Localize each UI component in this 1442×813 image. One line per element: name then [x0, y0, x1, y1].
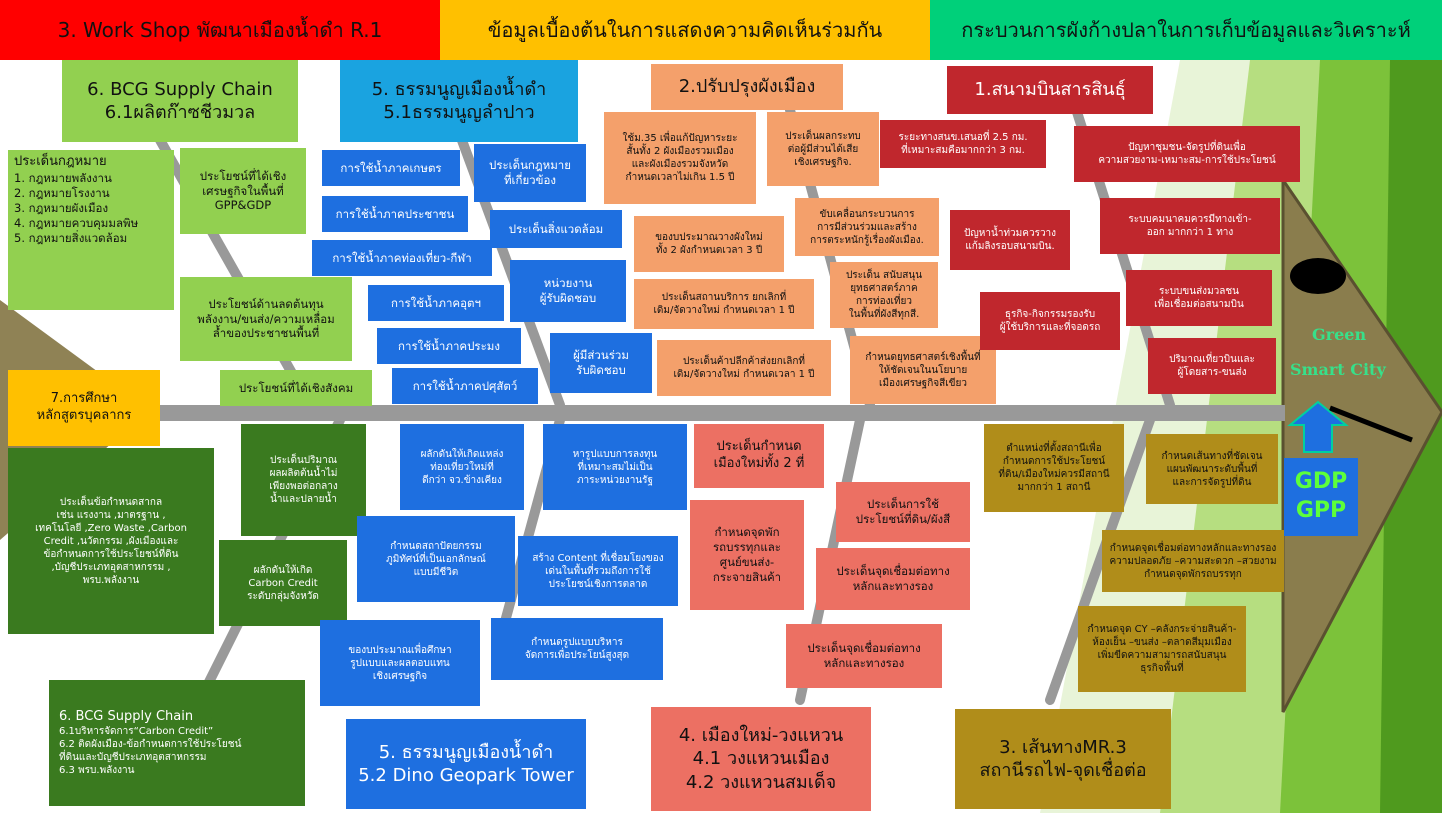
road-junction-box: กำหนดจุดเชื่อมต่อทางหลักและทางรองความปลอ… [1102, 530, 1284, 592]
international-standards-box: ประเด็นข้อกำหนดสากลเช่น แรงงาน ,มาตรฐาน … [8, 448, 214, 634]
bcg-carbon-credit-box: 6. BCG Supply Chain 6.1บริหารจัดการ“Carb… [49, 680, 305, 806]
bcg-supply-chain-title: 6. BCG Supply Chain 6.1ผลิตก๊าซชีวมวล [62, 60, 298, 142]
airport-business-box: ธุรกิจ-กิจกรรมรองรับผู้ใช้บริการและที่จอ… [980, 292, 1120, 350]
management-model-box: กำหนดรูปแบบบริหารจัดการเพื่อประโยน์สูงสุ… [491, 618, 663, 680]
service-facilities-box: ประเด็นสถานบริการ ยกเลิกที่เดิม/จัดวางให… [634, 279, 814, 329]
bcg-title-line1: 6. BCG Supply Chain [87, 78, 273, 100]
cost-benefit-box: ประโยชน์ด้านลดต้นทุนพลังงาน/ขนส่ง/ความเห… [180, 277, 352, 361]
up-arrow-icon [1287, 400, 1349, 453]
environment-issues-box: ประเด็นสิ่งแวดล้อม [490, 210, 622, 248]
container-yard-box: กำหนดจุด CY –คลังกระจ่ายสินค้า-ห้องเย็น … [1078, 606, 1246, 692]
social-benefit-box: ประโยชน์ที่ได้เชิงสังคม [220, 370, 372, 406]
retail-wholesale-box: ประเด็นค้าปลีกค้าส่งยกเลิกที่เดิม/จัดวาง… [657, 340, 831, 396]
fish-spine [140, 405, 1285, 421]
truck-stop-box: กำหนดจุดพักรถบรรทุกและศูนย์ขนส่ง-กระจายส… [690, 500, 804, 610]
airport-community-box: ปัญหาชุมชน-จัดรูปที่ดินเพื่อความสวยงาม-เ… [1074, 126, 1300, 182]
study-budget-box: ของบประมาณเพื่อศึกษารูปแบบและผลตอบแทนเชิ… [320, 620, 480, 706]
header-workshop: 3. Work Shop พัฒนาเมืองน้ำดำ R.1 [0, 0, 440, 60]
stakeholders-box: ผู้มีส่วนร่วมรับผิดชอบ [550, 333, 652, 393]
gdp-label: GDP [1294, 469, 1348, 495]
junction-box-1: ประเด็นจุดเชื่อมต่อทางหลักและทางรอง [816, 548, 970, 610]
bcg-title-line2: 6.1ผลิตก๊าซชีวมวล [104, 102, 256, 123]
water-use-tourism: การใช้น้ำภาคท่องเที่ยว-กีฬา [312, 240, 492, 276]
airport-title: 1.สนามบินสารสินธุ์ [947, 66, 1153, 114]
law-item: 1. กฎหมายพลังงาน [14, 170, 112, 185]
water-use-livestock: การใช้น้ำภาคปศุสัตว์ [392, 368, 538, 404]
law-item: 2. กฎหมายโรงงาน [14, 185, 110, 200]
airport-distance-box: ระยะทางสนข.เสนอที่ 2.5 กม.ที่เหมาะสมคือม… [880, 120, 1046, 168]
airport-transit-box: ระบบคมนาคมควรมีทางเข้า-ออก มากกว่า 1 ทาง [1100, 198, 1280, 254]
law-item: 5. กฎหมายสิ่งแวดล้อม [14, 230, 128, 245]
law-item: 4. กฎหมายควบคุมมลพิษ [14, 215, 139, 230]
law-issues-box: ประเด็นกฎหมาย 1. กฎหมายพลังงาน 2. กฎหมาย… [8, 150, 174, 310]
plan-budget-box: ของบประมาณวางผังใหม่ทั้ง 2 ผังกำหนดเวลา … [634, 216, 784, 272]
legal-issues-box: ประเด็นกฎหมายที่เกี่ยวข้อง [474, 144, 586, 202]
fish-eye [1290, 258, 1346, 294]
airport-flood-box: ปัญหาน้ำท่วมควรวางแก้มลิงรอบสนามบิน. [950, 210, 1070, 270]
green-economy-strategy-box: กำหนดยุทธศาสตร์เชิงพื้นที่ให้ชัดเจนในนโย… [850, 336, 996, 404]
section35-box: ใช้ม.35 เพื่อแก้ปัญหาระยะสั้นทั้ง 2 ผังเ… [604, 112, 756, 204]
gdp-gpp-panel: GDP GPP [1284, 458, 1358, 536]
water-use-public: การใช้น้ำภาคประชาชน [322, 196, 468, 232]
stakeholder-impact-box: ประเด็นผลกระทบต่อผู้มีส่วนได้เสียเชิงเศร… [767, 112, 879, 186]
economic-benefit-box: ประโยชน์ที่ได้เชิงเศรษฐกิจในพื้นที่GPP&G… [180, 148, 306, 234]
law-issues-title: ประเด็นกฎหมาย [14, 154, 107, 169]
fish-head [1281, 175, 1442, 713]
header-process: กระบวนการผังก้างปลาในการเก็บข้อมูลและวิเ… [930, 0, 1442, 60]
investment-model-box: หารูปแบบการลงทุนที่เหมาะสมไม่เป็นภาระหน่… [543, 424, 687, 510]
land-use-box: ประเด็นการใช้ประโยชน์ที่ดิน/ผังสี [836, 482, 970, 542]
content-marketing-box: สร้าง Content ที่เชื่อมโยงของเด่นในพื้นท… [518, 536, 678, 606]
education-title: 7.การศึกษาหลักสูตรบุคลากร [8, 370, 160, 446]
new-town-define-box: ประเด็นกำหนดเมืองใหม่ทั้ง 2 ที่ [694, 424, 824, 488]
law-item: 3. กฎหมายผังเมือง [14, 200, 109, 215]
airport-flights-box: ปริมาณเที่ยวบินและผู้โดยสาร-ขนส่ง [1148, 338, 1276, 394]
water-use-agriculture: การใช้น้ำภาคเกษตร [322, 150, 460, 186]
gpp-label: GPP [1295, 498, 1347, 523]
bcg-bottom-title: 6. BCG Supply Chain [59, 708, 194, 724]
fish-mouth [1329, 405, 1413, 443]
architecture-box: กำหนดสถาปัตยกรรมภูมิทัศน์ที่เป็นเอกลักษณ… [357, 516, 515, 602]
airport-mass-transit-box: ระบบขนส่งมวลชนเพื่อเชื่อมต่อสนามบิน [1126, 270, 1272, 326]
head-title-smartcity: Smart City [1290, 360, 1386, 379]
tourism-strategy-box: ประเด็น สนับสนุนยุทธศาสตร์ภาคการท่องเที่… [830, 262, 938, 328]
header-info: ข้อมูลเบื้องต้นในการแสดงความคิดเห็นร่วมก… [440, 0, 930, 60]
head-title-green: Green [1312, 325, 1367, 344]
junction-box-2: ประเด็นจุดเชื่อมต่อทางหลักและทางรอง [786, 624, 942, 688]
water-use-industry: การใช้น้ำภาคอุตฯ [368, 285, 504, 321]
participation-box: ขับเคลื่อนกระบวนการการมีส่วนร่วมและสร้าง… [795, 198, 939, 256]
route-plan-box: กำหนดเส้นทางที่ชัดเจนแผนพัฒนาระดับพื้นที… [1146, 434, 1278, 504]
new-attraction-box: ผลักดันให้เกิดแหล่งท่องเที่ยวใหม่ที่ดีกว… [400, 424, 524, 510]
upstream-supply-box: ประเด็นปริมาณผลผลิตต้นน้ำไม่เพียงพอต่อกล… [241, 424, 366, 536]
water-use-fishery: การใช้น้ำภาคประมง [377, 328, 521, 364]
responsible-agency-box: หน่วยงานผู้รับผิดชอบ [510, 260, 626, 322]
station-location-box: ตำแหน่งที่ตั้งสถานีเพื่อกำหนดการใช้ประโย… [984, 424, 1124, 512]
city-plan-title: 2.ปรับปรุงผังเมือง [651, 64, 843, 110]
